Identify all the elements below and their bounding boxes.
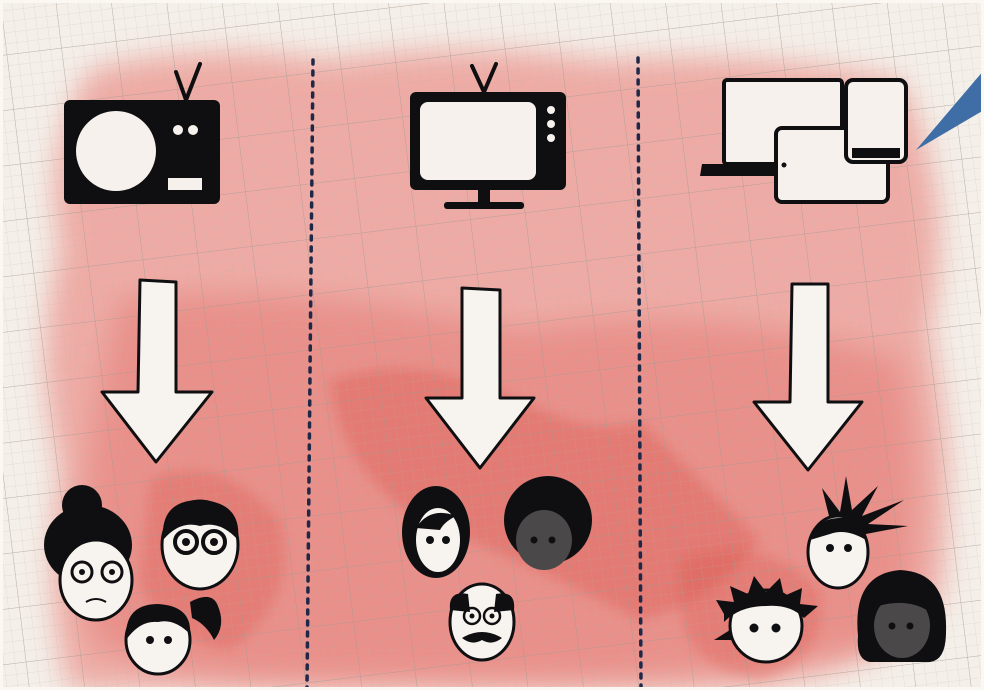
long-hair-woman-face-icon — [402, 486, 470, 578]
glasses-man-face-icon — [162, 500, 238, 589]
mustache-man-face-icon — [450, 584, 514, 660]
bob-hair-woman-face-icon — [857, 570, 946, 662]
